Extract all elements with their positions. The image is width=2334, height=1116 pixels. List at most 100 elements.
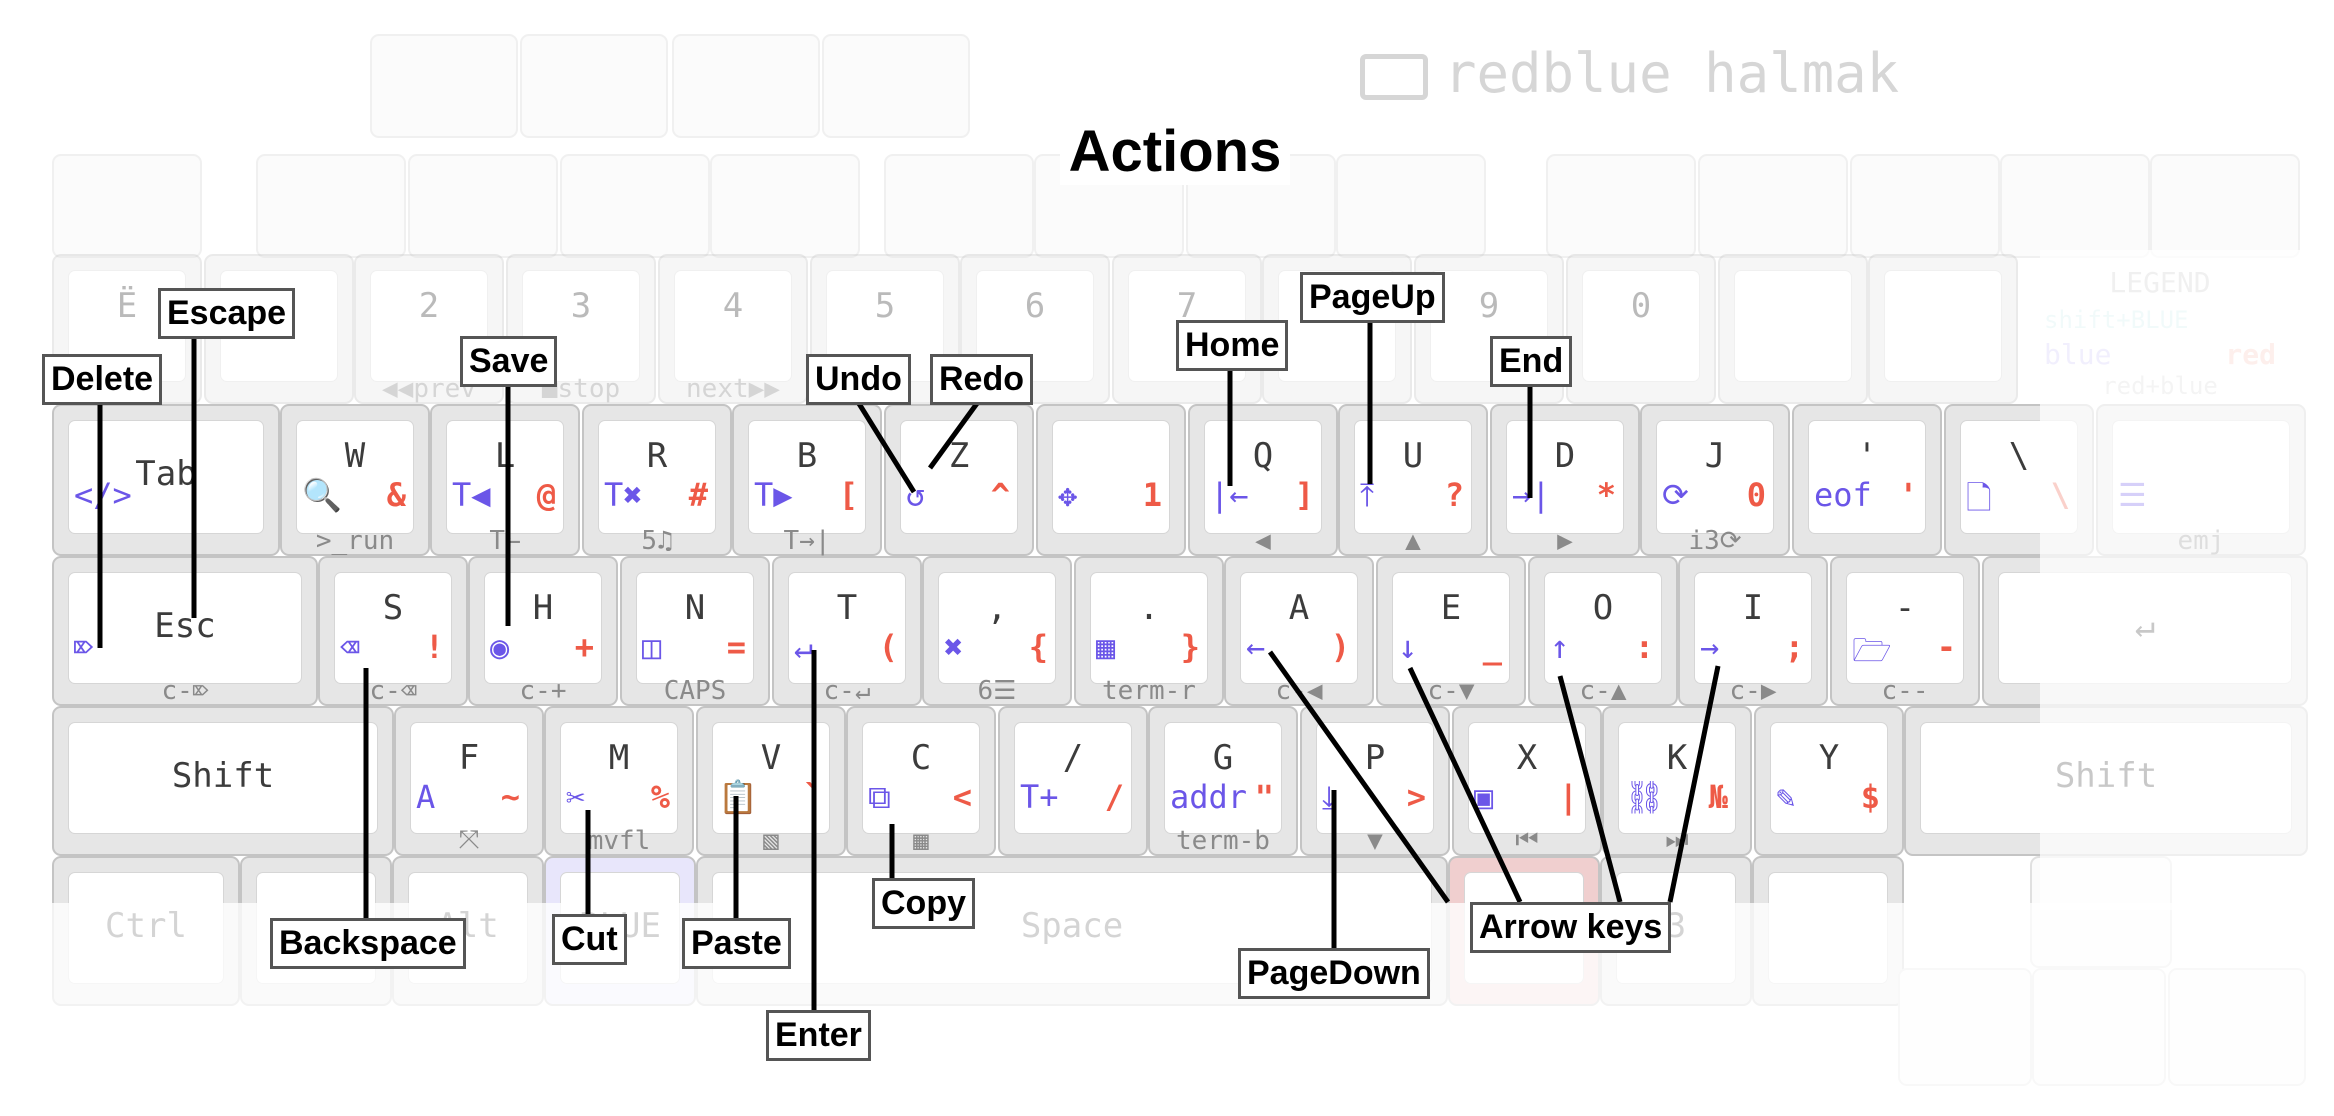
- key: N◫=CAPS: [620, 556, 770, 706]
- key-blue-legend: |←: [1210, 476, 1249, 514]
- key-sub-legend: next▶▶: [686, 374, 780, 404]
- key-blue-legend: 🗁: [1852, 631, 1892, 669]
- key-red-legend: :: [1634, 628, 1654, 666]
- key: K⛓№⏭: [1602, 706, 1752, 856]
- key-label: I: [1742, 588, 1764, 628]
- key-blue-legend: ◉: [490, 628, 510, 666]
- key-cap: [1090, 572, 1208, 684]
- key-blue-legend: ⧉: [868, 778, 891, 816]
- key: M✂%mvfl: [544, 706, 694, 856]
- key-red-legend: !: [424, 628, 444, 666]
- key-sub-legend: mvfl: [587, 826, 651, 856]
- key-red-legend: ?: [1444, 476, 1464, 514]
- key: /T+/: [998, 706, 1148, 856]
- key-label: Space: [1020, 906, 1124, 946]
- annotation-arrow-keys: Arrow keys: [1470, 902, 1672, 953]
- key: Z↺^: [884, 404, 1034, 556]
- key-cap: [862, 722, 980, 834]
- key-blue-legend: ✖: [944, 628, 964, 666]
- annotation-backspace: Backspace: [270, 918, 466, 969]
- key-cap: [484, 572, 602, 684]
- key: [1718, 254, 1868, 404]
- key-label: V: [760, 738, 782, 778]
- key: V📋`▧: [696, 706, 846, 856]
- key-red-legend: \: [2050, 476, 2070, 514]
- key-cap: [674, 270, 792, 382]
- annotation-cut: Cut: [552, 914, 627, 965]
- key-blue-legend: ⛓: [1624, 778, 1665, 816]
- key-blue-legend: ⤒: [1360, 476, 1375, 514]
- ghost-key: [1546, 154, 1696, 258]
- key: -🗁-c--: [1830, 556, 1980, 706]
- key: ↵: [1982, 556, 2308, 706]
- legend-title: LEGEND: [2109, 266, 2211, 299]
- key: ☰emj: [2096, 404, 2306, 556]
- key-label: 3: [570, 286, 592, 326]
- key-cap: [712, 722, 830, 834]
- key-red-legend: {: [1028, 628, 1048, 666]
- legend: LEGEND shift+BLUE blue red red+blue: [2030, 252, 2290, 400]
- key-blue-legend: ⌫: [340, 628, 360, 666]
- annotation-enter: Enter: [766, 1010, 871, 1061]
- key-label: 6: [1024, 286, 1046, 326]
- ghost-key: [1336, 154, 1486, 258]
- key-label: M: [608, 738, 630, 778]
- key: 3■stop: [506, 254, 656, 404]
- key-cap: [334, 572, 452, 684]
- annotation-pageup: PageUp: [1300, 272, 1445, 323]
- key-red-legend: +: [574, 628, 594, 666]
- key-cap: [938, 572, 1056, 684]
- ghost-key: [408, 154, 558, 258]
- key-label: 7: [1176, 286, 1198, 326]
- key-blue-legend: T▶: [754, 476, 793, 514]
- cluster-key: [1898, 968, 2032, 1086]
- annotation-copy: Copy: [872, 878, 975, 929]
- ghost-key: [822, 34, 970, 138]
- key-label: X: [1516, 738, 1538, 778]
- key-blue-legend: ▦: [1096, 628, 1116, 666]
- key-cap: [1052, 420, 1170, 534]
- key-red-legend: ^: [990, 476, 1010, 514]
- key-red-legend: >: [1406, 778, 1426, 816]
- key-label: /: [1062, 738, 1084, 778]
- ghost-key: [1698, 154, 1848, 258]
- legend-shift: shift+BLUE: [2044, 306, 2189, 334]
- key-label: \: [2008, 436, 2030, 476]
- key-sub-legend: ◀: [1255, 526, 1271, 556]
- key-blue-legend: T+: [1020, 778, 1059, 816]
- key-label: D: [1554, 436, 1576, 476]
- ghost-key: [256, 154, 406, 258]
- key-sub-legend: T←: [489, 526, 521, 556]
- key-blue-legend: →|: [1512, 476, 1551, 514]
- key-cap: [1204, 420, 1322, 534]
- key-label: Z: [948, 436, 970, 476]
- key-blue-legend: 🔍: [302, 476, 342, 514]
- key-label: R: [646, 436, 668, 476]
- key-sub-legend: T→|: [783, 526, 831, 556]
- key: Esc⌦c-⌦: [52, 556, 318, 706]
- key-label: Ctrl: [105, 906, 187, 946]
- key-red-legend: /: [1104, 778, 1124, 816]
- key-label: Q: [1252, 436, 1274, 476]
- key-label: Tab: [135, 454, 197, 494]
- keyboard-icon: [1360, 54, 1428, 101]
- key: 'eof': [1792, 404, 1942, 556]
- ghost-key: [884, 154, 1034, 258]
- key-blue-legend: →: [1700, 628, 1720, 666]
- ghost-key: [710, 154, 860, 258]
- key-blue-legend: ←: [1246, 628, 1266, 666]
- key: ✥1: [1036, 404, 1186, 556]
- key-cap: [1846, 572, 1964, 684]
- key: W🔍&>_run: [280, 404, 430, 556]
- key-sub-legend: ⤧: [458, 825, 480, 855]
- key-cap: [560, 722, 678, 834]
- key-blue-legend: addr: [1170, 778, 1248, 816]
- key-label: 5: [874, 286, 896, 326]
- key: .▦}term-r: [1074, 556, 1224, 706]
- key-sub-legend: c-▼: [1427, 676, 1475, 706]
- key: P⤓>▼: [1300, 706, 1450, 856]
